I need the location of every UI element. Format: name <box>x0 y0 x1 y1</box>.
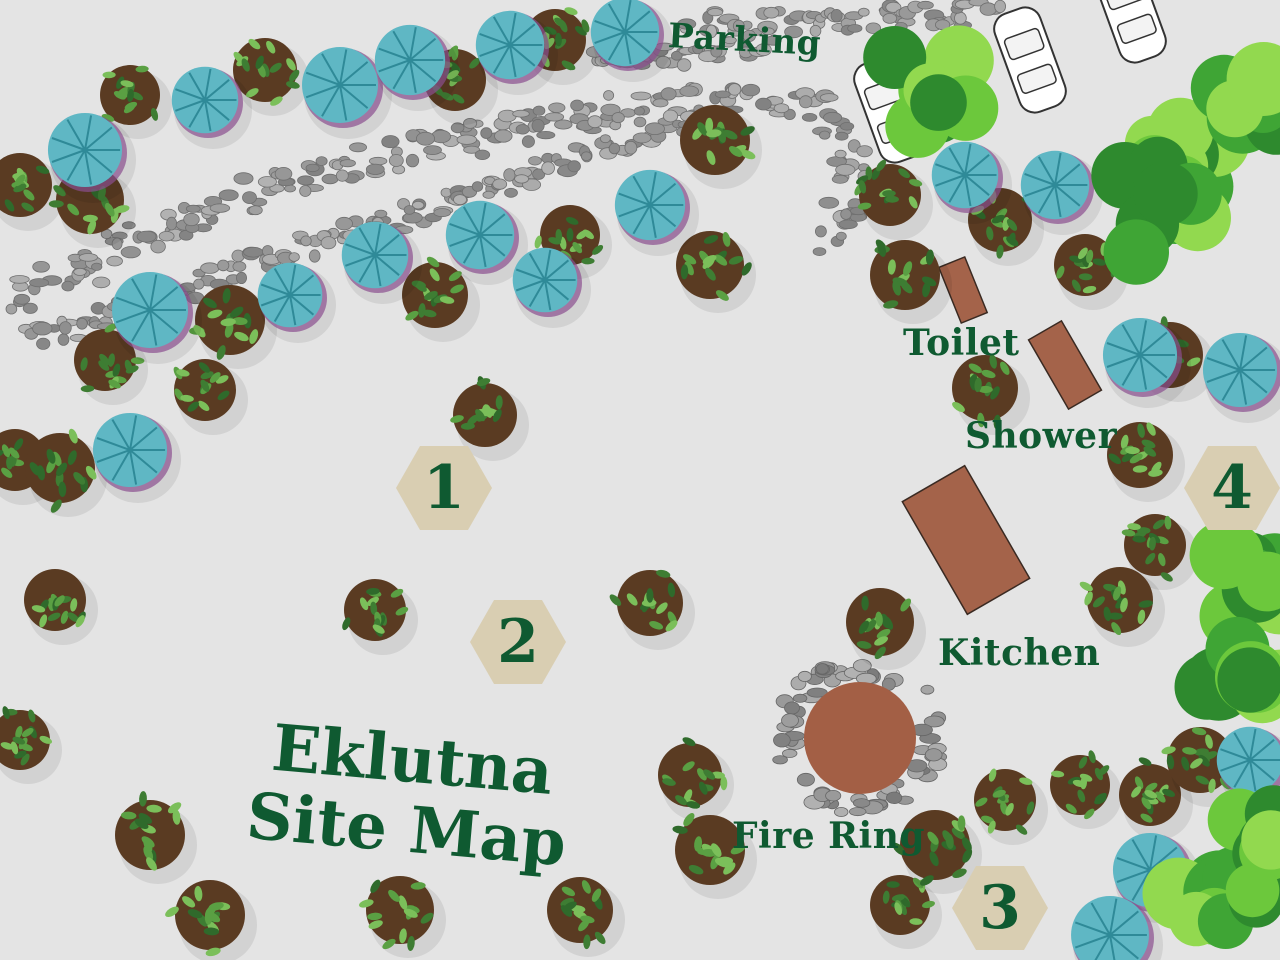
teal-plant-icon <box>112 272 202 364</box>
shrub-icon <box>952 354 1030 435</box>
teal-plant-icon <box>257 262 336 343</box>
shrub-icon <box>658 737 734 821</box>
shrub-icon <box>173 359 248 435</box>
shrub-icon <box>1079 567 1165 647</box>
teal-plant-icon <box>92 412 181 503</box>
site-marker-4[interactable]: 4 <box>1184 446 1280 530</box>
shrub-icon <box>1121 514 1198 590</box>
fire-ring-label: Fire Ring <box>732 815 926 857</box>
kitchen-label: Kitchen <box>938 632 1101 674</box>
kitchen-building-icon <box>901 464 1031 616</box>
shrub-icon <box>115 791 197 884</box>
teal-plant-icon <box>341 221 422 304</box>
tree-icon <box>1091 136 1231 285</box>
shower-building-icon <box>1027 319 1103 411</box>
teal-plant-icon <box>614 169 699 256</box>
shrub-icon <box>1050 750 1122 829</box>
teal-plant-icon <box>1202 332 1280 423</box>
shrub-icon <box>24 569 98 645</box>
shrub-icon <box>974 768 1048 845</box>
shrub-icon <box>189 285 277 369</box>
shrub-icon <box>1107 422 1185 502</box>
toilet-building-icon <box>937 255 989 325</box>
map-title: Eklutna Site Map <box>244 711 575 882</box>
site-marker-2[interactable]: 2 <box>470 600 566 684</box>
tree-icon <box>863 25 999 158</box>
tree-icon <box>1190 42 1280 155</box>
shrub-icon <box>402 256 480 342</box>
shrub-icon <box>676 231 756 313</box>
teal-plant-icon <box>1020 150 1103 235</box>
shrub-icon <box>100 65 172 139</box>
parking-label: Parking <box>667 16 823 64</box>
shrub-icon <box>680 105 762 189</box>
shrub-icon <box>74 323 148 405</box>
shrub-icon <box>233 38 309 116</box>
teal-plant-icon <box>931 141 1012 224</box>
shrub-icon <box>359 876 446 958</box>
shrub-icon <box>342 579 418 655</box>
teal-plant-icon <box>374 24 459 111</box>
shrub-icon <box>846 588 926 670</box>
stone-path-icon <box>5 0 1006 350</box>
toilet-label: Toilet <box>903 322 1020 364</box>
teal-plant-icon <box>1102 317 1191 408</box>
shrub-icon <box>609 569 695 650</box>
teal-plant-icon <box>590 0 673 82</box>
tree-icon <box>1174 616 1280 724</box>
shrub-icon <box>870 875 942 949</box>
shrub-icon <box>547 877 625 957</box>
shrub-icon <box>0 153 64 231</box>
shrub-icon <box>450 376 529 461</box>
teal-plant-icon <box>445 200 528 285</box>
fire-ring-icon <box>772 659 948 818</box>
shrub-icon <box>854 159 933 240</box>
buildings <box>901 255 1103 616</box>
teal-plant-icon <box>47 112 136 203</box>
teal-plant-icon <box>475 10 558 95</box>
teal-plant-icon <box>1071 896 1163 960</box>
car-icon <box>993 6 1067 114</box>
shrub-icon <box>0 706 62 784</box>
shower-label: Shower <box>965 415 1118 457</box>
shrub-icon <box>25 428 107 517</box>
shrub-icon <box>1119 757 1193 840</box>
car-icon <box>1093 0 1167 64</box>
tree-icon <box>1189 521 1280 651</box>
shrub-icon <box>165 880 257 960</box>
shrub-icon <box>672 813 757 899</box>
teal-plant-icon <box>512 247 591 328</box>
teal-plant-icon <box>302 47 392 139</box>
shrub-icon <box>870 239 952 324</box>
tree-icon <box>1207 785 1280 918</box>
site-marker-1[interactable]: 1 <box>396 446 492 530</box>
shrub-icon <box>892 810 982 894</box>
site-marker-3[interactable]: 3 <box>952 866 1048 950</box>
teal-plant-icon <box>171 66 252 149</box>
